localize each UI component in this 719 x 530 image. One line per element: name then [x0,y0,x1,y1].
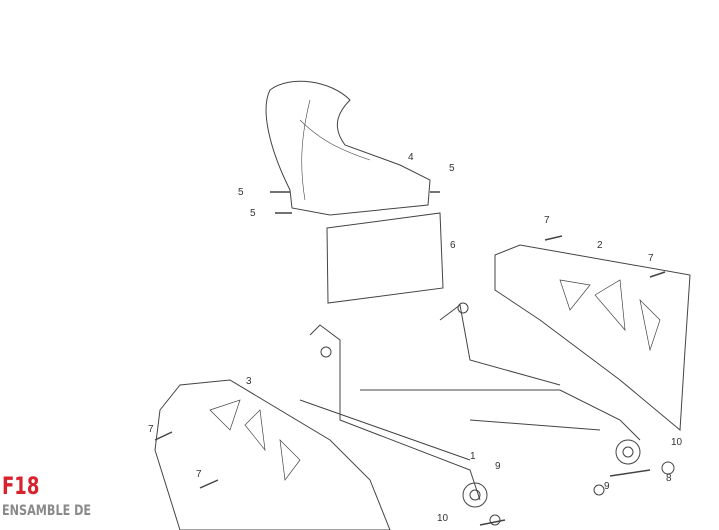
pivot-right [615,439,641,465]
section-title: ENSAMBLE DE [2,503,92,519]
pivot-left [462,482,488,508]
callout-2: 2 [597,240,603,251]
callout-10: 10 [437,513,449,524]
swingarm-frame [299,304,641,501]
rear-fender [265,80,431,216]
left-side-panel [154,379,391,530]
callout-7: 7 [196,469,202,480]
callout-5: 5 [250,208,256,219]
callout-1: 1 [470,451,476,462]
license-plate [326,212,444,304]
section-code: F18 [2,472,40,500]
right-side-panel [494,244,691,432]
bolts [154,191,666,526]
callout-7: 7 [648,253,654,264]
callout-4: 4 [408,152,414,163]
callout-5: 5 [238,187,244,198]
callout-8: 8 [666,473,672,484]
callout-9: 9 [604,481,610,492]
callout-5: 5 [449,163,455,174]
callout-10: 10 [671,437,683,448]
callout-3: 3 [246,376,252,387]
callout-7: 7 [148,424,154,435]
callout-6: 6 [450,240,456,251]
callout-7: 7 [544,215,550,226]
callout-9: 9 [495,461,501,472]
